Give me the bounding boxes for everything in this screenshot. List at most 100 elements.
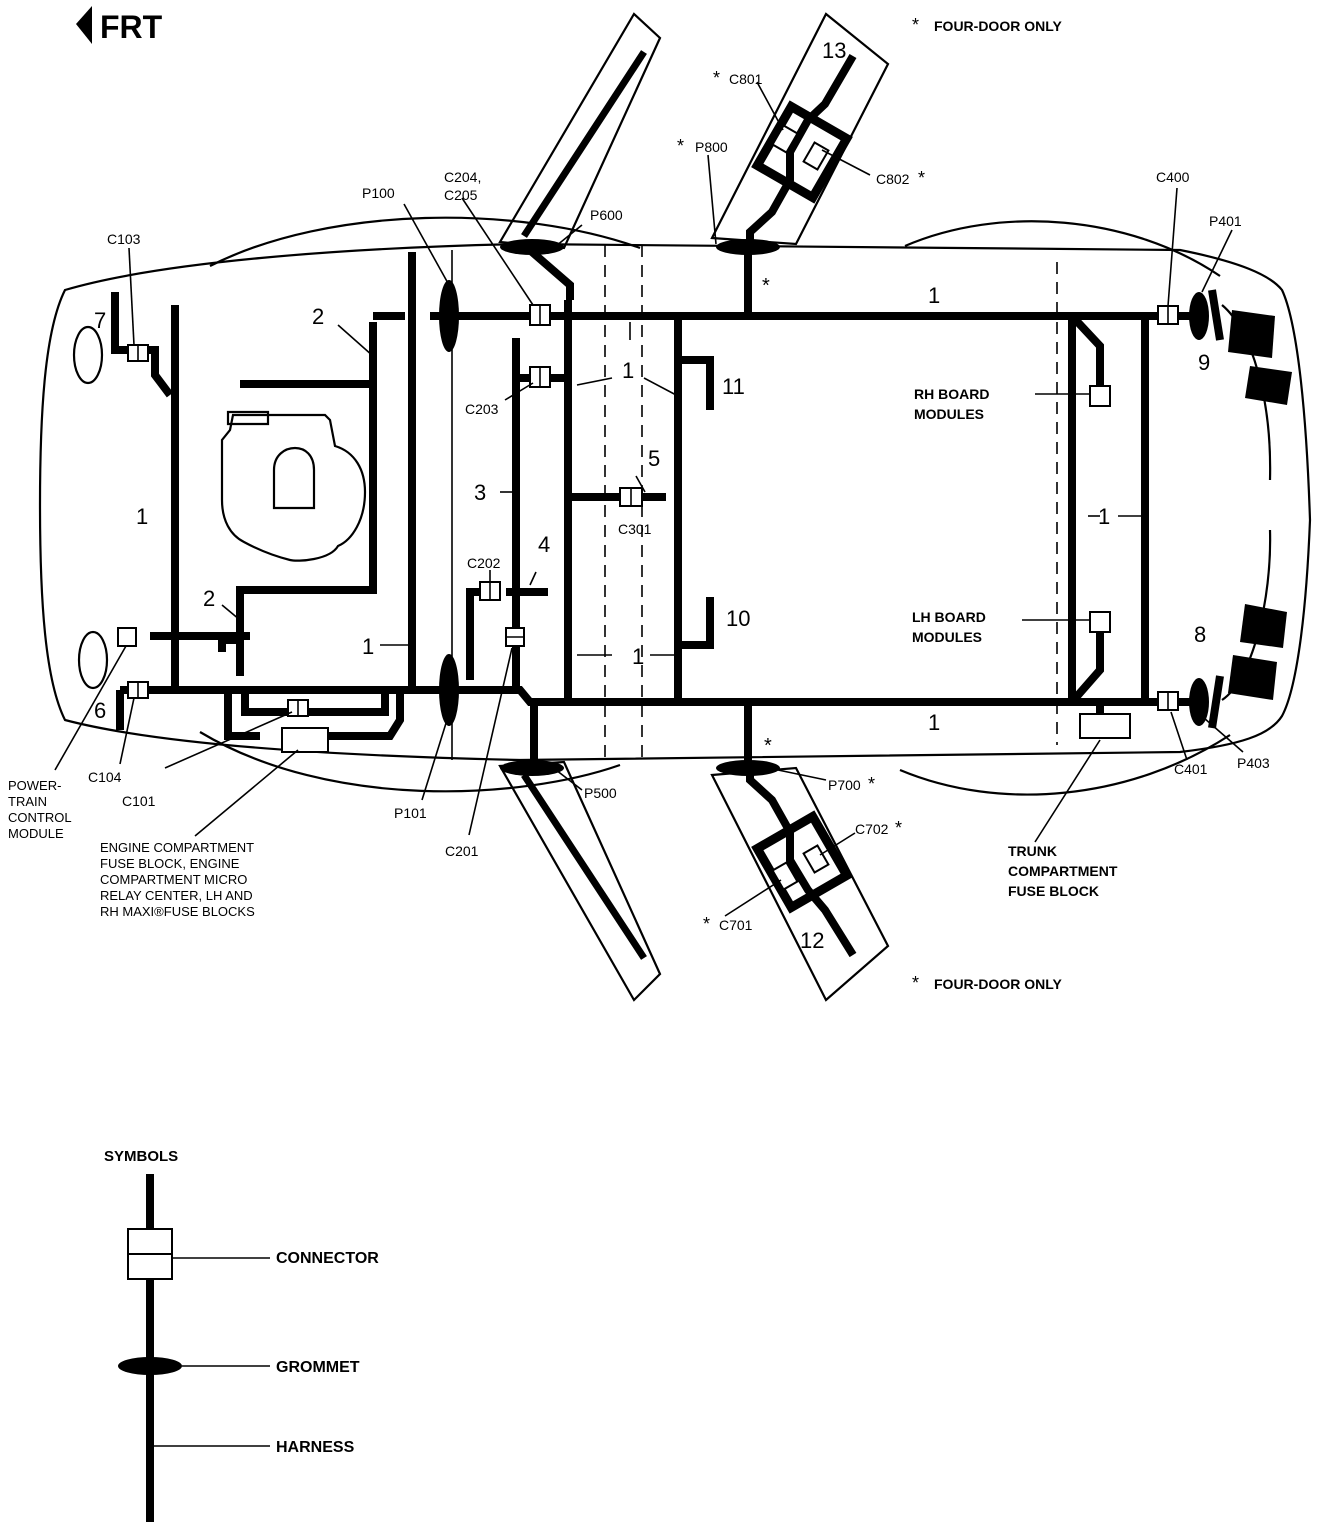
connector-C104 [127,681,149,699]
harness-number: 7 [94,308,106,333]
label-P403: P403 [1237,755,1270,771]
svg-text:*: * [912,973,919,993]
harness-number: 1 [622,358,634,383]
svg-text:ENGINE COMPARTMENT: ENGINE COMPARTMENT [100,840,254,855]
label-C301: C301 [618,521,652,537]
door-rear-left [710,766,890,1002]
legend-harness-symbol: HARNESS [154,1439,355,1456]
tail-lamps [1228,310,1292,700]
legend-connector-label: CONNECTOR [276,1250,379,1267]
grommet-P700 [716,760,780,776]
label-C204: C204, [444,169,481,185]
harness-number: 5 [648,446,660,471]
svg-text:FOUR-DOOR ONLY: FOUR-DOOR ONLY [934,976,1062,992]
svg-text:MODULE: MODULE [8,826,64,841]
asterisks: * * [762,275,772,757]
four-door-note-bottom: * FOUR-DOOR ONLY [912,973,1062,993]
trunk-fuse-box [1079,713,1131,739]
label-C400: C400 [1156,169,1190,185]
label-P100: P100 [362,185,395,201]
harness-number: 2 [203,586,215,611]
front-indicator: FRT [76,6,163,45]
harness-number: 2 [312,304,324,329]
grommet-P101 [439,654,459,726]
grommet-P500 [500,760,564,776]
harness-number: 13 [822,38,846,63]
harness-number: 9 [1198,350,1210,375]
legend-title: SYMBOLS [104,1148,178,1165]
connector-C203 [529,366,551,388]
car-body-outline [38,216,1312,796]
label-lh-board-modules: LH BOARD MODULES [912,609,986,645]
engine-outline [220,410,367,562]
grommet-P100 [439,280,459,352]
svg-text:MODULES: MODULES [912,629,982,645]
svg-text:*: * [703,914,710,934]
connector-C802 [802,141,830,171]
label-rh-board-modules: RH BOARD MODULES [914,386,989,422]
label-C103: C103 [107,231,141,247]
harness-numbers: 1 1 1 1 1 1 1 2 2 3 4 5 6 7 8 9 10 11 12… [94,38,1210,953]
grommets [439,239,1209,776]
svg-text:POWER-: POWER- [8,778,61,793]
grommet-P403 [1189,678,1209,726]
harness-number: 11 [722,374,745,399]
svg-text:*: * [762,275,770,297]
harness-number: 6 [94,698,106,723]
connector-labels: C103 C104 C101 C204, C205 C203 C202 C201… [88,68,1208,934]
label-C202: C202 [467,555,501,571]
rh-board-module-box [1089,385,1111,407]
label-C205: C205 [444,187,478,203]
harness-number: 4 [538,532,550,557]
front-arrow-icon [76,6,92,44]
harness-number: 3 [474,480,486,505]
front-label: FRT [100,9,163,45]
svg-text:FOUR-DOOR ONLY: FOUR-DOOR ONLY [934,18,1062,34]
svg-text:TRAIN: TRAIN [8,794,47,809]
label-trunk-fuse-block: TRUNK COMPARTMENT FUSE BLOCK [1008,843,1118,899]
label-P401: P401 [1209,213,1242,229]
legend-grommet-label: GROMMET [276,1359,360,1376]
symbols-legend: SYMBOLS CONNECTOR GROMMET HARNESS [104,1148,379,1522]
harness-number: 8 [1194,622,1206,647]
door-front-right [498,12,662,250]
label-C802: C802 [876,171,910,187]
connector-C400 [1157,305,1179,325]
connector-C701 [771,861,799,891]
svg-text:*: * [713,68,720,88]
label-C401: C401 [1174,761,1208,777]
leader-lines [54,81,1244,917]
svg-text:*: * [868,774,875,794]
grommet-P401 [1189,292,1209,340]
svg-text:COMPARTMENT MICRO: COMPARTMENT MICRO [100,872,247,887]
label-C104: C104 [88,769,122,785]
pcm-box [117,627,137,647]
svg-text:*: * [912,15,919,35]
connectors [117,124,1179,891]
label-P700: P700 [828,777,861,793]
label-C203: C203 [465,401,499,417]
door-rear-right [710,12,890,246]
svg-text:COMPARTMENT: COMPARTMENT [1008,863,1118,879]
label-C701: C701 [719,917,753,933]
grommet-labels: P100 P101 P600 P500 * P800 P700 * P401 P… [362,136,1270,821]
svg-text:*: * [677,136,684,156]
grommet-P800 [716,239,780,255]
harness-number: 12 [800,928,824,953]
label-C702: C702 [855,821,889,837]
label-pcm: POWER- TRAIN CONTROL MODULE [8,778,72,841]
harness-number: 1 [362,634,374,659]
svg-text:LH BOARD: LH BOARD [912,609,986,625]
harness-number: 1 [928,710,940,735]
component-labels: POWER- TRAIN CONTROL MODULE ENGINE COMPA… [8,386,1118,919]
connector-C103 [127,344,149,362]
connector-C801 [771,124,799,154]
connector-C202 [479,581,501,601]
harness-number: 1 [928,283,940,308]
label-C801: C801 [729,71,763,87]
harness-number: 1 [632,644,644,669]
door-front-left [498,760,662,1002]
harness-number: 10 [726,606,750,631]
svg-text:FUSE BLOCK: FUSE BLOCK [1008,883,1099,899]
